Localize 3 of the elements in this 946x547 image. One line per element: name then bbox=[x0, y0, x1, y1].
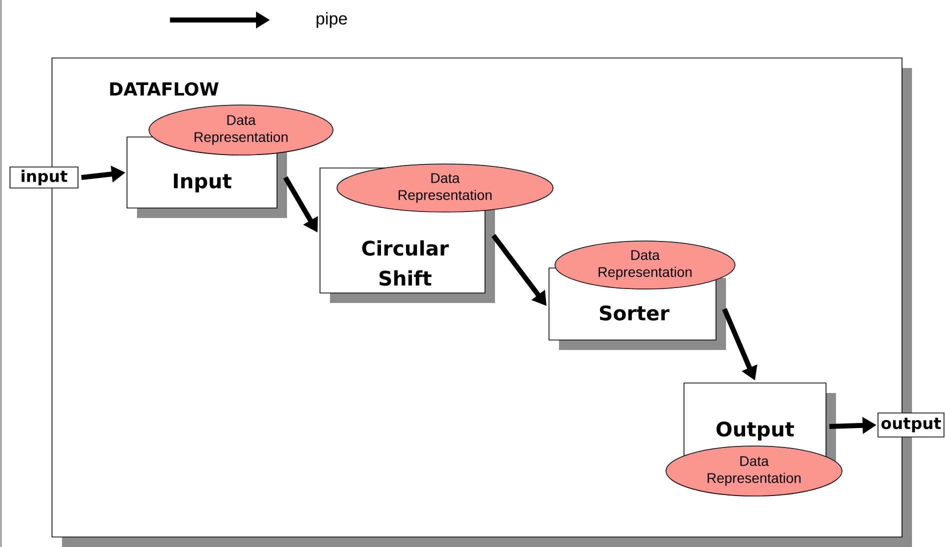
legend-text: pipe bbox=[316, 12, 347, 28]
port-box: input bbox=[10, 166, 78, 188]
port-box: output bbox=[878, 412, 944, 438]
